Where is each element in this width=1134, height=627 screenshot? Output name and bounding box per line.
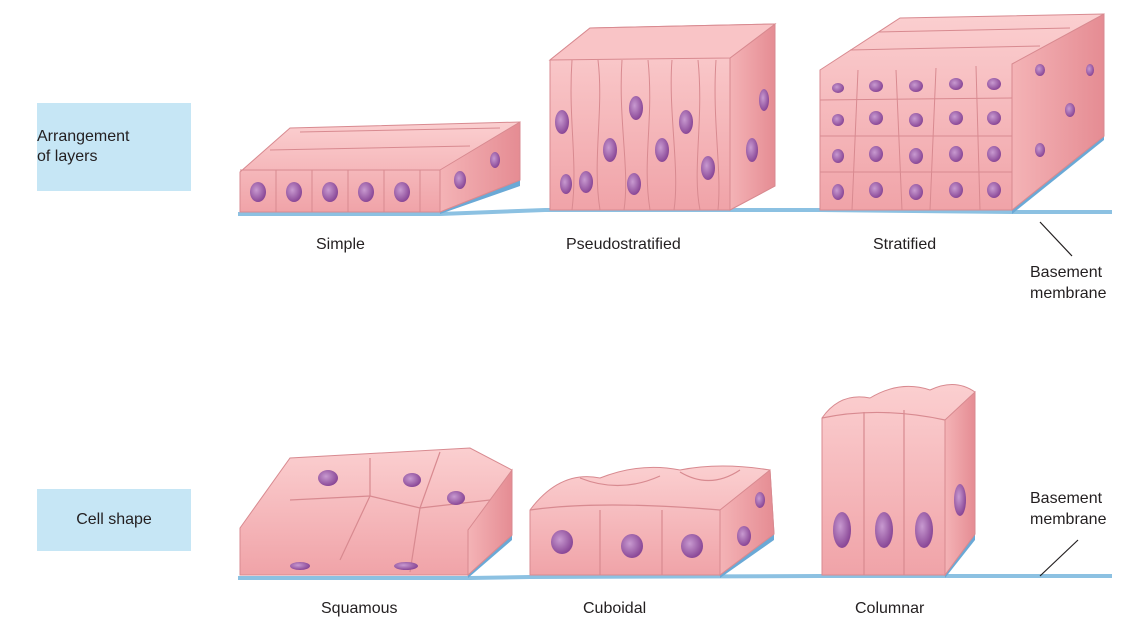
squamous-epithelium	[240, 448, 512, 575]
label-simple: Simple	[316, 236, 365, 254]
label-columnar: Columnar	[855, 600, 924, 618]
pseudostratified-epithelium	[550, 24, 775, 210]
basement-bottom-line2: membrane	[1030, 509, 1106, 530]
label-squamous: Squamous	[321, 600, 398, 618]
columnar-epithelium	[822, 384, 975, 575]
basement-top-line2: membrane	[1030, 283, 1106, 304]
label-stratified: Stratified	[873, 236, 936, 254]
basement-top-line1: Basement	[1030, 262, 1106, 283]
cuboidal-epithelium	[530, 466, 774, 575]
label-basement-membrane-bottom: Basement membrane	[1030, 488, 1106, 530]
label-basement-membrane-top: Basement membrane	[1030, 262, 1106, 304]
label-pseudostratified: Pseudostratified	[566, 236, 681, 254]
label-cuboidal: Cuboidal	[583, 600, 646, 618]
basement-pointer-top	[1040, 222, 1072, 256]
stratified-epithelium	[820, 14, 1104, 210]
basement-pointer-bottom	[1040, 540, 1078, 576]
basement-bottom-line1: Basement	[1030, 488, 1106, 509]
